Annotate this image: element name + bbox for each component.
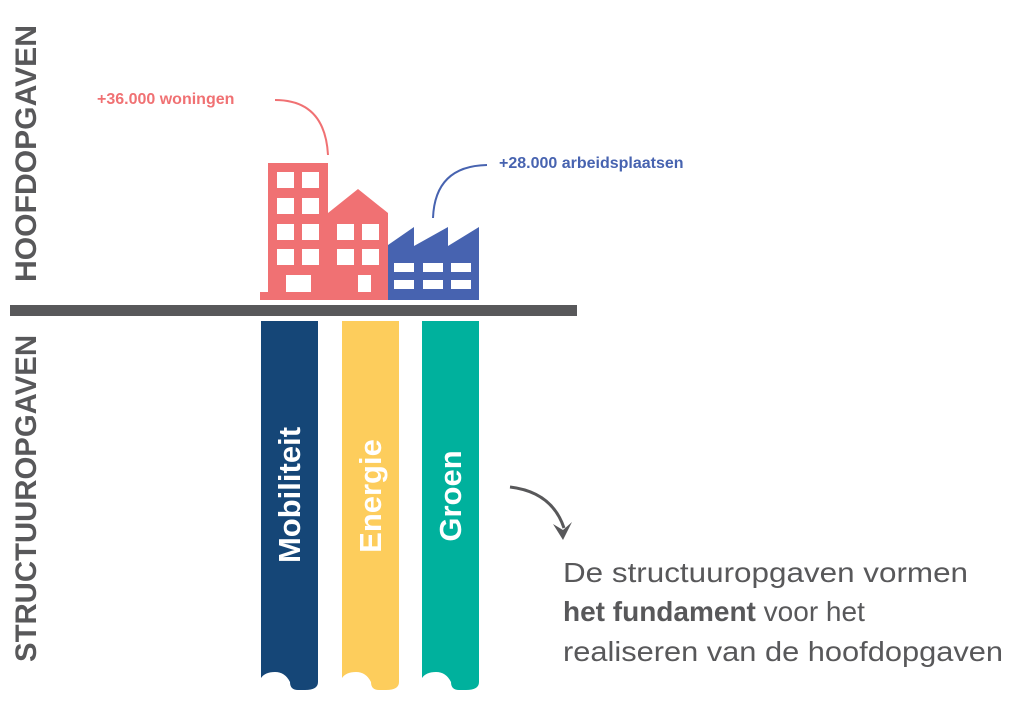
explanation-note: De structuuropgaven vormen het fundament… — [563, 557, 1003, 667]
label-hoofdopgaven: HOOFDOPGAVEN — [10, 25, 43, 282]
pillar-energie: Energie — [342, 321, 399, 690]
curved-arrow-icon — [509, 485, 572, 540]
note-line-2: het fundament voor het — [563, 596, 865, 627]
housing-building-icon — [260, 163, 388, 300]
pillar-label: Mobiliteit — [272, 427, 307, 563]
note-line-3: realiseren van de hoofdopgaven — [563, 636, 1003, 667]
pillar-mobiliteit: Mobiliteit — [261, 321, 318, 690]
note-line-1: De structuuropgaven vormen — [563, 557, 968, 588]
factory-icon — [388, 227, 479, 300]
note-emphasis: het fundament — [563, 596, 756, 627]
pillar-label: Groen — [433, 450, 468, 541]
pillar-groen: Groen — [422, 321, 479, 690]
label-structuuropgaven: STRUCTUUROPGAVEN — [10, 335, 43, 662]
pillar-label: Energie — [353, 439, 388, 553]
ground-divider — [10, 305, 577, 316]
jobs-annotation: +28.000 arbeidsplaatsen — [499, 155, 684, 172]
housing-annotation: +36.000 woningen — [97, 91, 234, 108]
note-line-2-rest: voor het — [756, 596, 865, 627]
jobs-leader-line — [432, 164, 488, 219]
housing-leader-line — [274, 99, 329, 156]
